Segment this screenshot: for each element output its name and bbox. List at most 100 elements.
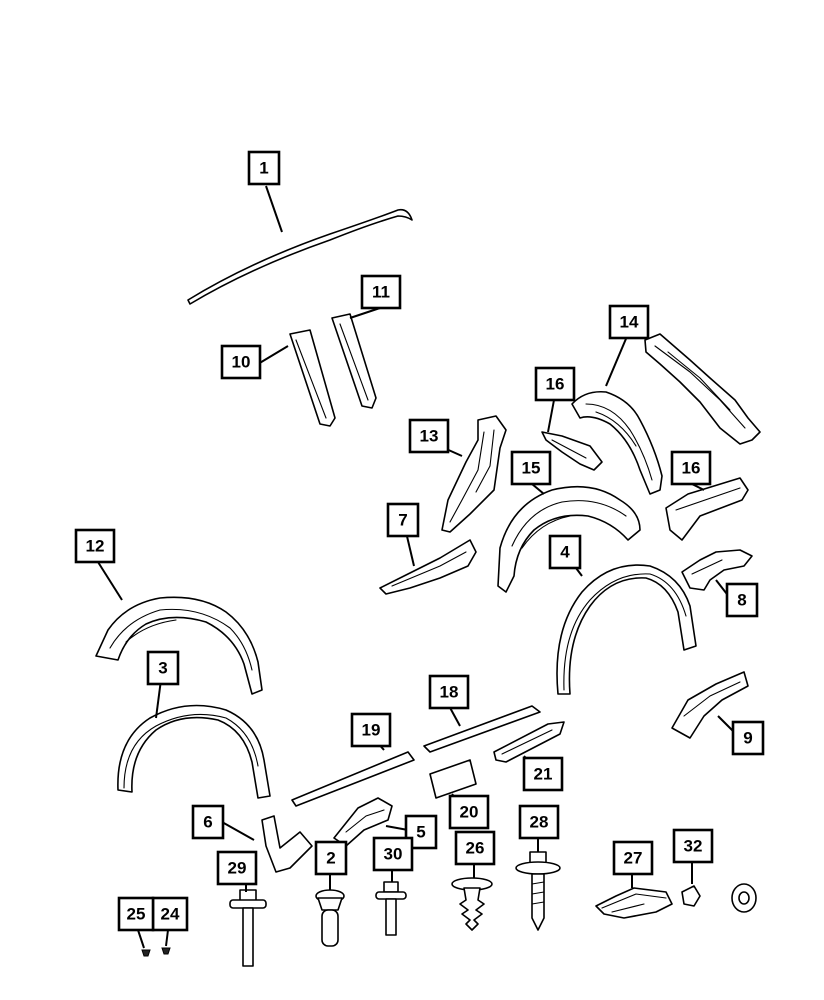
svg-text:24: 24 (161, 905, 180, 924)
callout-15: 15 (510, 450, 552, 486)
callout-9: 9 (731, 720, 765, 756)
svg-text:12: 12 (86, 537, 105, 556)
part-16-splash-bracket-upper (541, 431, 603, 471)
callout-12: 12 (74, 528, 116, 564)
leader-25 (137, 929, 145, 949)
svg-text:8: 8 (737, 591, 746, 610)
svg-text:3: 3 (158, 659, 167, 678)
svg-text:19: 19 (362, 721, 381, 740)
part-3-wheel-flare (117, 704, 271, 799)
svg-text:29: 29 (228, 859, 247, 878)
part-2-push-pin (315, 889, 345, 947)
leader-10 (257, 345, 289, 365)
svg-text:13: 13 (420, 427, 439, 446)
part-13-quarter-extension (441, 415, 507, 533)
leader-12 (97, 561, 123, 601)
part-1-roof-molding (187, 208, 413, 305)
part-4-wheel-flare (556, 564, 697, 695)
leader-15 (531, 483, 545, 495)
part-9-bracket (671, 671, 749, 739)
callout-19: 19 (350, 712, 392, 748)
part-25-fastener (141, 949, 151, 957)
callout-32: 32 (672, 828, 714, 864)
callout-18: 18 (428, 674, 470, 710)
svg-text:2: 2 (326, 849, 335, 868)
part-20-molding-segment (429, 759, 477, 799)
callout-8: 8 (725, 582, 759, 618)
svg-text:9: 9 (743, 729, 752, 748)
callout-10: 10 (220, 344, 262, 380)
part-wheelhouse-liner-front (571, 390, 663, 495)
callout-28: 28 (518, 804, 560, 840)
part-21-door-molding (493, 721, 565, 763)
svg-text:11: 11 (372, 283, 390, 302)
part-24-fastener (161, 947, 171, 955)
svg-text:15: 15 (522, 459, 541, 478)
svg-text:5: 5 (416, 823, 425, 842)
part-30-bolt (375, 881, 407, 936)
part-26-tree-fastener (451, 877, 493, 931)
callout-6: 6 (191, 804, 225, 840)
part-grommet (731, 883, 757, 913)
callout-24: 24 (151, 896, 189, 932)
svg-text:4: 4 (560, 543, 570, 562)
callout-11: 11 (360, 274, 402, 310)
part-16-splash-bracket-right (665, 477, 749, 541)
callout-30: 30 (372, 836, 414, 872)
callout-3: 3 (146, 650, 180, 686)
svg-text:25: 25 (127, 905, 146, 924)
svg-text:20: 20 (460, 803, 479, 822)
svg-text:18: 18 (440, 683, 459, 702)
callout-27: 27 (612, 840, 654, 876)
svg-text:1: 1 (259, 159, 268, 178)
part-28-bolt (515, 851, 561, 931)
callout-21: 21 (522, 756, 564, 792)
callout-16-right: 16 (670, 450, 712, 486)
leader-14 (605, 333, 629, 387)
svg-text:7: 7 (398, 511, 407, 530)
svg-text:26: 26 (466, 839, 485, 858)
callout-1: 1 (247, 150, 281, 186)
callout-14: 14 (608, 304, 650, 340)
callout-4: 4 (548, 534, 582, 570)
svg-text:27: 27 (624, 849, 643, 868)
svg-text:21: 21 (534, 765, 553, 784)
part-7-sill-bracket (379, 539, 477, 595)
callout-25: 25 (117, 896, 155, 932)
callout-13: 13 (408, 418, 450, 454)
callout-16-upper: 16 (534, 366, 576, 402)
callout-2: 2 (314, 840, 348, 876)
part-19-body-side-molding (291, 751, 415, 807)
callout-29: 29 (216, 850, 258, 886)
callout-26: 26 (454, 830, 496, 866)
part-14-bracket (644, 333, 761, 445)
leader-7 (405, 531, 415, 567)
callout-7: 7 (386, 502, 420, 538)
svg-text:6: 6 (203, 813, 212, 832)
svg-text:10: 10 (232, 353, 251, 372)
part-15-wheelhouse-liner (497, 485, 641, 593)
part-27-clip (595, 887, 673, 919)
leader-1 (265, 185, 283, 233)
leader-11 (349, 307, 381, 319)
svg-text:28: 28 (530, 813, 549, 832)
svg-text:30: 30 (384, 845, 403, 864)
leader-24 (165, 929, 169, 947)
part-18-body-side-molding (423, 705, 541, 753)
part-29-bolt (229, 889, 267, 967)
leader-5 (385, 825, 409, 831)
leader-6 (221, 821, 255, 841)
part-12-wheelhouse-liner (95, 596, 263, 695)
svg-text:16: 16 (546, 375, 565, 394)
leader-16a (547, 399, 555, 433)
part-5-splash-bracket (333, 797, 393, 847)
svg-text:14: 14 (620, 313, 639, 332)
part-6-splash-guard (261, 815, 313, 873)
svg-text:16: 16 (682, 459, 701, 478)
part-32-clip (681, 885, 701, 907)
part-10-pillar-applique (289, 329, 336, 427)
part-8-bracket (681, 549, 753, 591)
svg-text:32: 32 (684, 837, 703, 856)
